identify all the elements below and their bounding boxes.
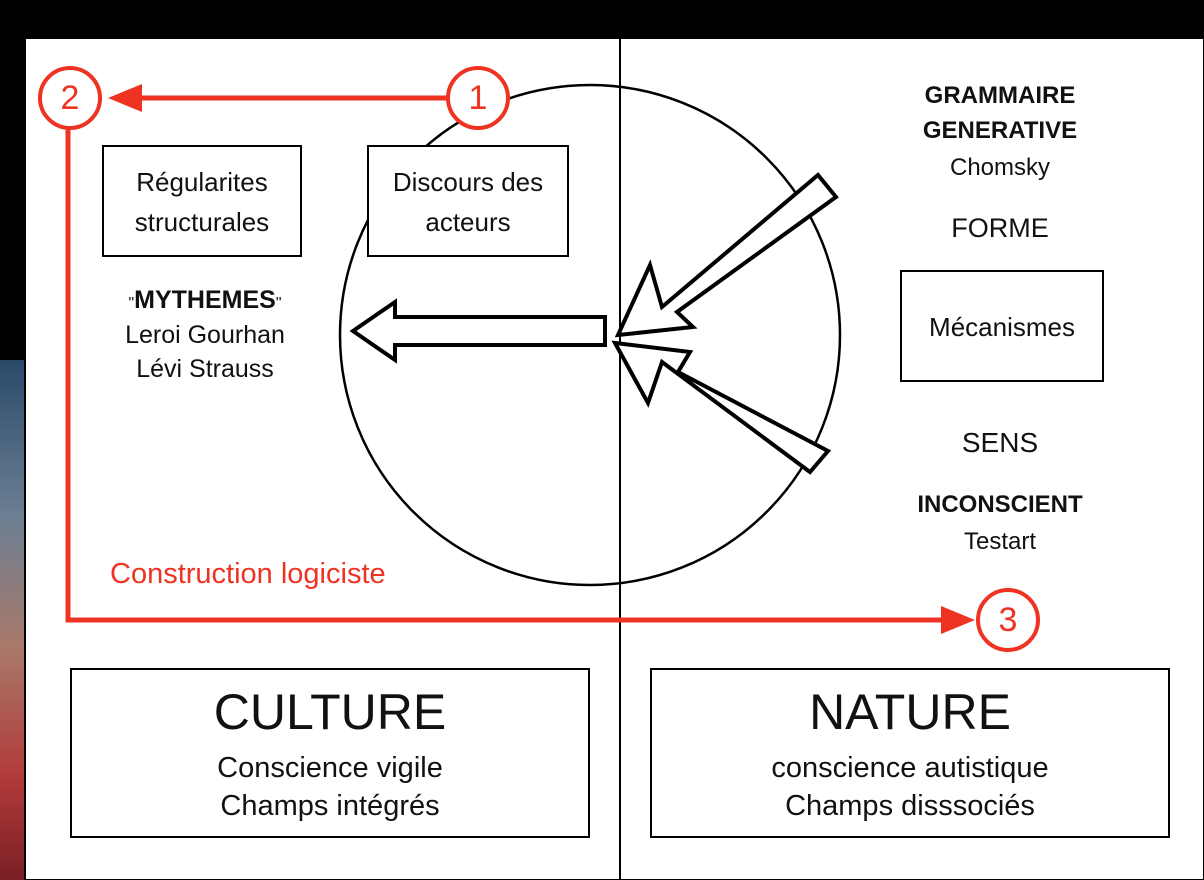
step-2-circle: [38, 66, 102, 130]
box-regularites-line-2: structurales: [134, 207, 270, 237]
mythemes-label: MYTHEMES: [134, 286, 276, 314]
box-discours-line-2: acteurs: [425, 207, 511, 237]
mythemes-open-quote: ": [128, 295, 135, 312]
nature-title: NATURE: [809, 684, 1011, 740]
box-mecanismes-label: Mécanismes: [929, 312, 1075, 342]
hollow-arrow-lower: [611, 340, 832, 475]
construction-logiciste-label: Construction logiciste: [110, 558, 386, 590]
sens-label: SENS: [961, 427, 1039, 458]
culture-title: CULTURE: [213, 684, 447, 740]
inconscient-label: INCONSCIENT: [917, 491, 1083, 518]
box-discours-line-1: Discours des: [392, 167, 544, 197]
nature-box: NATURE conscience autistique Champs diss…: [650, 668, 1170, 838]
grammaire-label: GRAMMAIRE: [924, 82, 1076, 109]
nature-line-1: conscience autistique: [771, 752, 1049, 784]
chomsky-label: Chomsky: [949, 154, 1051, 181]
step-2-label: 2: [60, 79, 80, 117]
culture-line-1: Conscience vigile: [217, 752, 443, 784]
step-3-circle: [976, 588, 1040, 652]
nature-line-2: Champs disssociés: [785, 790, 1035, 822]
culture-line-2: Champs intégrés: [220, 790, 440, 822]
mythemes-heading: "MYTHEMES": [95, 283, 315, 321]
generative-label: GENERATIVE: [922, 117, 1078, 144]
hollow-arrow-left: [349, 298, 607, 364]
step-3-label: 3: [998, 601, 1018, 639]
testart-label: Testart: [963, 528, 1037, 555]
forme-label: FORME: [951, 213, 1049, 243]
hollow-arrow-upper: [614, 172, 839, 338]
box-regularites-line-1: Régularites: [136, 167, 268, 197]
arrow-2-to-3-line: [65, 122, 945, 623]
author-leroi-gourhan: Leroi Gourhan: [125, 321, 285, 349]
step-1-label: 1: [468, 79, 488, 117]
mythemes-close-quote: ": [275, 295, 282, 312]
arrow-1-to-2-head: [108, 84, 142, 112]
step-1-circle: [446, 66, 510, 130]
box-mecanismes: Mécanismes: [900, 270, 1104, 382]
box-regularites-structurales: Régularites structurales: [102, 145, 302, 257]
box-discours-des-acteurs: Discours des acteurs: [367, 145, 569, 257]
culture-box: CULTURE Conscience vigile Champs intégré…: [70, 668, 590, 838]
author-levi-strauss: Lévi Strauss: [136, 355, 274, 383]
central-circle: [338, 83, 842, 587]
arrow-2-to-3-head: [941, 606, 975, 634]
